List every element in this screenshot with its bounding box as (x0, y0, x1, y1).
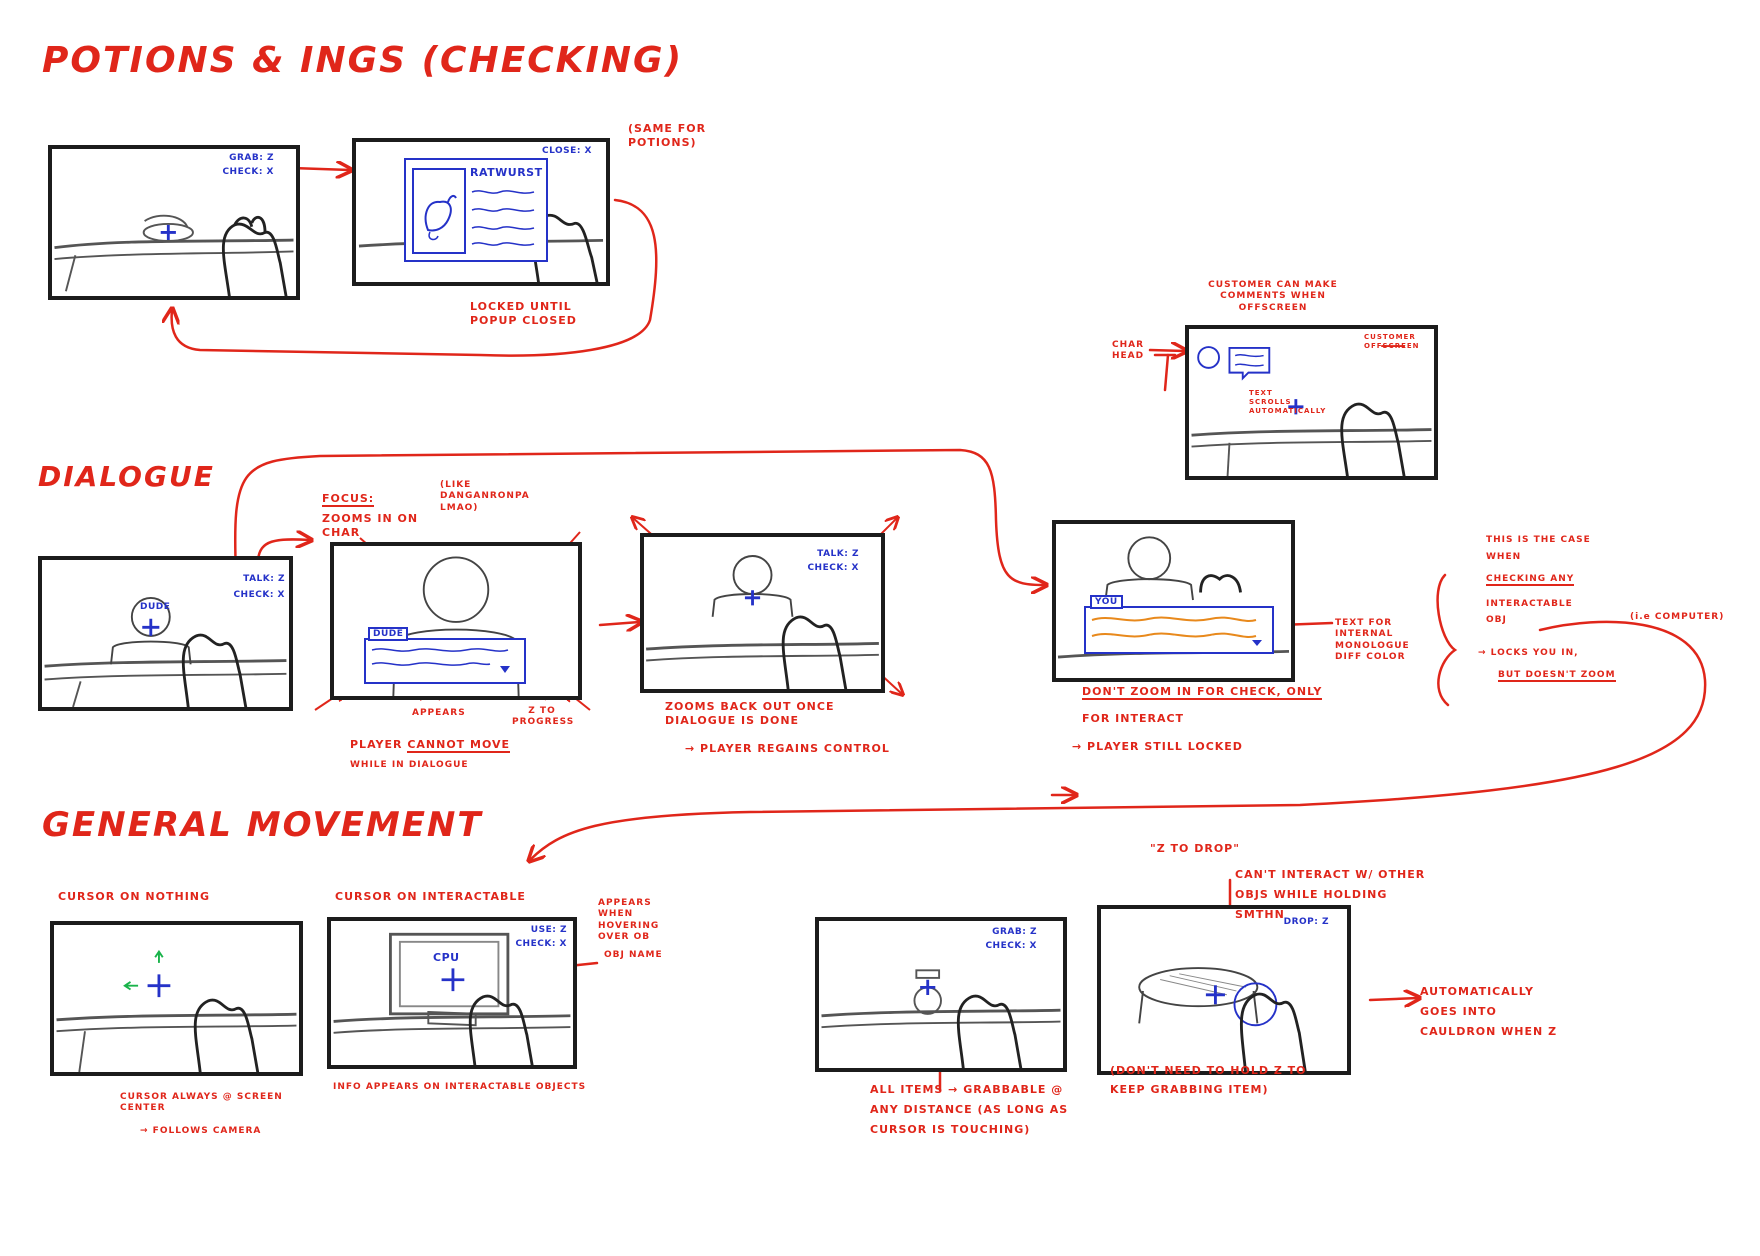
popup-description-scribble (471, 190, 535, 246)
dialogue-text-scribble (371, 648, 510, 673)
note-checking-any: CHECKING ANY (1486, 574, 1575, 586)
note-cursor-on-nothing: CURSOR ON NOTHING (58, 890, 211, 903)
scene-drawing (44, 596, 287, 707)
note-locked-until-closed: LOCKED UNTIL POPUP CLOSED (470, 300, 577, 327)
hud-check: CHECK: X (807, 563, 859, 573)
note-while-in-dialogue: WHILE IN DIALOGUE (350, 760, 469, 770)
panel-cursor-interactable: CPU USE: Z CHECK: X (327, 917, 577, 1069)
hud-check: CHECK: X (515, 939, 567, 949)
hud-grab: GRAB: Z (229, 153, 274, 163)
note-cannot-move: PLAYER CANNOT MOVE (350, 738, 511, 753)
note-regains-control: → PLAYER REGAINS CONTROL (685, 742, 890, 755)
arrow-up-icon (154, 949, 164, 963)
panel-grab-item: GRAB: Z CHECK: X (815, 917, 1067, 1072)
panel-check-monologue: YOU (1052, 520, 1295, 682)
note-cursor-center: CURSOR ALWAYS @ SCREEN CENTER (120, 1092, 283, 1114)
section-title-movement: GENERAL MOVEMENT (42, 805, 483, 845)
arrow-left-icon (123, 981, 139, 991)
panel-potions-popup: RATWURST CLOSE: X (352, 138, 610, 286)
note-text-internal: TEXT FOR INTERNAL MONOLOGUE DIFF COLOR (1335, 618, 1410, 662)
note-z-to-progress: Z TO PROGRESS (512, 706, 575, 728)
advance-triangle-icon (500, 666, 510, 673)
note-all-items: ALL ITEMS → GRABBABLE @ ANY DISTANCE (AS… (870, 1083, 1069, 1136)
scene-drawing (333, 932, 571, 1065)
monologue-box: YOU (1084, 595, 1274, 654)
crosshair-icon (147, 974, 171, 998)
computer-monitor (389, 932, 510, 1016)
cauldron (1138, 967, 1259, 1008)
object-name-label: CPU (433, 951, 460, 964)
note-like-danganronpa: (LIKE DANGANRONPA LMAO) (440, 480, 530, 513)
note-info-appears: INFO APPEARS ON INTERACTABLE OBJECTS (333, 1082, 587, 1092)
note-cursor-on-interactable: CURSOR ON INTERACTABLE (335, 890, 526, 903)
note-same-for-potions: (SAME FOR POTIONS) (628, 122, 707, 149)
rat-icon (424, 194, 457, 241)
scene-drawing (1191, 345, 1432, 476)
section-title-potions: POTIONS & INGS (CHECKING) (42, 40, 684, 81)
scene-drawing (1138, 967, 1307, 1071)
note-doesnt-zoom: BUT DOESN'T ZOOM (1498, 670, 1616, 682)
hud-talk: TALK: Z (243, 574, 285, 584)
note-text-scrolls: TEXT SCROLLS AUTOMATICALLY (1249, 389, 1327, 415)
note-still-locked: → PLAYER STILL LOCKED (1072, 740, 1243, 753)
panel-offscreen-comment: TEXT SCROLLS AUTOMATICALLY CUSTOMER OFFS… (1185, 325, 1438, 480)
hover-name-label: DUDE (140, 602, 171, 612)
note-appears: APPEARS (412, 708, 466, 718)
note-focus-text: ZOOMS IN ON CHAR (322, 512, 419, 539)
crosshair-icon (1205, 985, 1225, 1005)
speaker-name-tag: YOU (1090, 595, 1123, 609)
note-z-to-drop: "Z TO DROP" (1150, 842, 1240, 855)
note-interactable-obj: INTERACTABLE OBJ (1486, 599, 1573, 626)
monologue-text-scribble (1091, 616, 1262, 646)
note-for-interact: FOR INTERACT (1082, 712, 1185, 725)
note-customer-comments: CUSTOMER CAN MAKE COMMENTS WHEN OFFSCREE… (1208, 280, 1338, 313)
note-obj-name: OBJ NAME (604, 950, 663, 960)
hud-check: CHECK: X (222, 167, 274, 177)
note-ie-computer: (i.e COMPUTER) (1630, 612, 1725, 622)
note-dont-need-hold: (DON'T NEED TO HOLD Z TO KEEP GRABBING I… (1110, 1064, 1307, 1096)
hud-close: CLOSE: X (542, 146, 592, 156)
section-title-dialogue: DIALOGUE (38, 460, 215, 493)
scene-drawing (646, 555, 879, 689)
note-case-when: THIS IS THE CASE WHEN (1486, 535, 1591, 563)
scene-drawing (56, 949, 297, 1072)
note-cant-interact: CAN'T INTERACT W/ OTHER OBJS WHILE HOLDI… (1235, 868, 1426, 921)
panel-dialogue-zoom-out: TALK: Z CHECK: X (640, 533, 885, 693)
hud-check: CHECK: X (985, 941, 1037, 951)
panel-potions-hover: GRAB: Z CHECK: X (48, 145, 300, 300)
hud-talk: TALK: Z (817, 549, 859, 559)
panel-cursor-nothing (50, 921, 303, 1076)
note-auto-cauldron: AUTOMATICALLY GOES INTO CAULDRON WHEN Z (1420, 985, 1558, 1038)
note-focus-label: FOCUS: (322, 492, 375, 507)
item-portrait (412, 168, 466, 254)
note-appears-when-hovering: APPEARS WHEN HOVERING OVER OB (598, 898, 660, 942)
panel-dialogue-hover: DUDE TALK: Z CHECK: X (38, 556, 293, 711)
crosshair-icon (441, 968, 465, 992)
note-dont-zoom: DON'T ZOOM IN FOR CHECK, ONLY (1082, 685, 1323, 700)
dialogue-box: DUDE (364, 627, 526, 684)
note-customer-offscreen: CUSTOMER OFFSCREEN (1364, 333, 1420, 350)
advance-triangle-icon (1252, 640, 1262, 646)
panel-dialogue-zoomed: DUDE (330, 542, 582, 700)
scene-drawing (821, 969, 1061, 1068)
hud-use: USE: Z (530, 925, 567, 935)
crosshair-icon (920, 979, 936, 995)
item-info-popup: RATWURST (404, 158, 548, 262)
hud-check: CHECK: X (233, 590, 285, 600)
panel-holding-item: DROP: Z (1097, 905, 1351, 1075)
note-follows-camera: → FOLLOWS CAMERA (140, 1126, 262, 1136)
note-locks-you-in: → LOCKS YOU IN, (1478, 648, 1579, 658)
scene-drawing (54, 214, 294, 296)
speaker-name-tag: DUDE (368, 627, 409, 641)
hud-drop: DROP: Z (1283, 917, 1329, 927)
note-char-head: CHAR HEAD (1112, 340, 1145, 362)
popup-item-name: RATWURST (470, 166, 543, 179)
hud-grab: GRAB: Z (992, 927, 1037, 937)
note-zoom-back-out: ZOOMS BACK OUT ONCE DIALOGUE IS DONE (665, 700, 835, 727)
